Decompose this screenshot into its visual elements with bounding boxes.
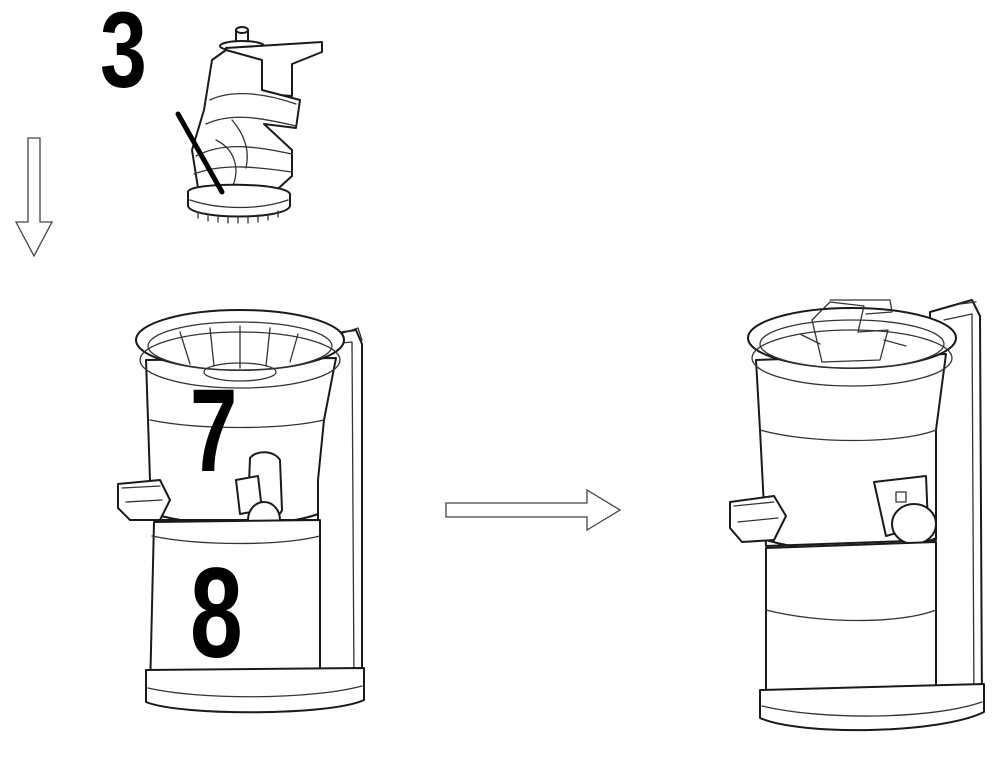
callout-bowl-number: 7: [190, 365, 238, 497]
right-arrow-icon: [445, 488, 622, 532]
callout-base-number: 8: [190, 542, 243, 685]
juicer-assembled: [729, 299, 985, 732]
down-arrow-icon: [14, 137, 54, 258]
bowl-and-base-unassembled: [117, 309, 365, 714]
auger-part: [175, 26, 323, 224]
callout-auger-number: 3: [100, 0, 147, 110]
